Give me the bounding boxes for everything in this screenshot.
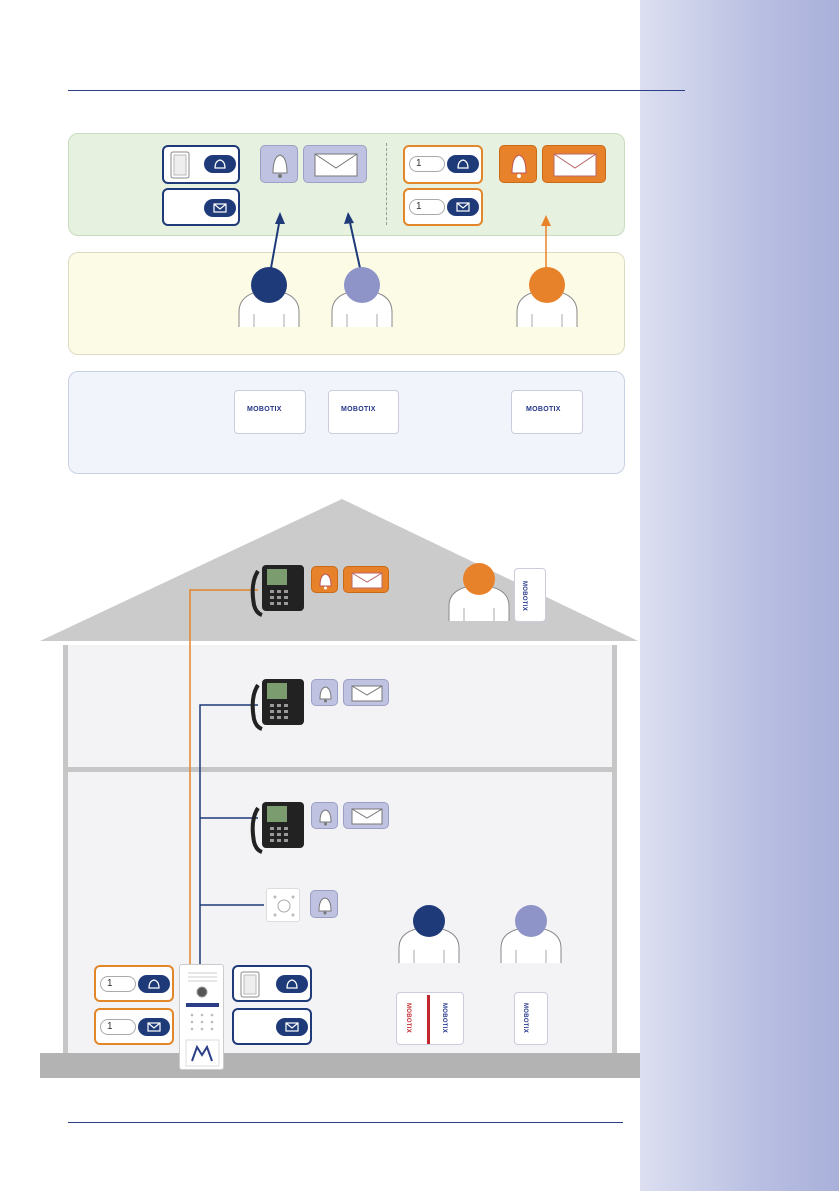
camera-brand: MOBOTIX: [405, 1003, 411, 1033]
bell-pill: [138, 975, 170, 993]
mail-pill: [276, 1018, 308, 1036]
ip-phone-icon: [248, 677, 308, 735]
camera-brand: MOBOTIX: [521, 581, 527, 611]
book-icon: [239, 970, 263, 1000]
key-box-mail-navy: [232, 1008, 312, 1045]
bell-tile: [311, 802, 338, 829]
camera-brand: MOBOTIX: [522, 1003, 528, 1033]
key-box-bell-navy: [232, 965, 312, 1002]
mail-icon: [344, 803, 390, 830]
camera-module-icon: MOBOTIX: [514, 568, 546, 622]
person-icon: [498, 902, 564, 964]
mail-icon: [276, 1018, 308, 1036]
mail-icon: [344, 680, 390, 707]
bell-tile: [311, 679, 338, 706]
mail-tile: [343, 802, 389, 829]
person-icon: [396, 902, 462, 964]
mail-tile: [343, 679, 389, 706]
bell-icon: [312, 567, 339, 594]
mail-icon: [344, 567, 390, 594]
ip-phone-icon: [248, 563, 308, 621]
bell-icon: [312, 803, 339, 830]
bell-icon: [311, 891, 339, 919]
bell-icon: [138, 975, 170, 993]
bell-tile: [310, 890, 338, 918]
bell-tile-orange: [311, 566, 338, 593]
key-box-mail-orange: 1: [94, 1008, 174, 1045]
key-box-bell-orange: 1: [94, 965, 174, 1002]
bell-pill: [276, 975, 308, 993]
bell-sensor-icon: [266, 888, 300, 922]
person-icon: [446, 560, 512, 622]
camera-module-icon: MOBOTIX MOBOTIX: [396, 992, 464, 1045]
camera-brand: MOBOTIX: [441, 1003, 447, 1033]
mail-icon: [138, 1018, 170, 1036]
key-number: 1: [100, 976, 136, 992]
side-band: [640, 0, 839, 1191]
ip-phone-icon: [248, 800, 308, 858]
key-number: 1: [100, 1019, 136, 1035]
divider-strip: [427, 995, 430, 1044]
door-station-icon: [179, 964, 224, 1070]
mail-pill: [138, 1018, 170, 1036]
camera-module-icon: MOBOTIX: [514, 992, 548, 1045]
mail-tile-orange: [343, 566, 389, 593]
bell-icon: [312, 680, 339, 707]
bell-icon: [276, 975, 308, 993]
